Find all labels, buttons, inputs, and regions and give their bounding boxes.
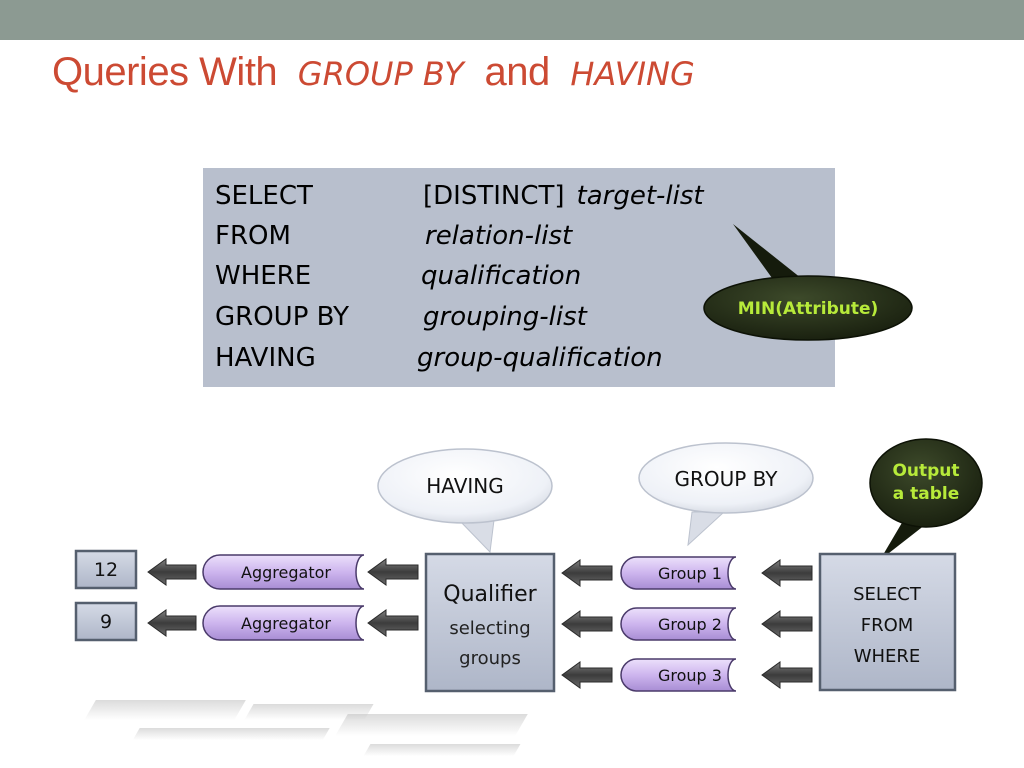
sql-groupby-keyword: GROUP BY: [215, 302, 349, 332]
sql-syntax-box: SELECT [DISTINCT] target-list FROM relati…: [203, 168, 835, 387]
aggregator-label-1: Aggregator: [241, 563, 331, 582]
sql-select-arg: [DISTINCT] target-list: [423, 176, 704, 216]
qualifier-subtitle-line2: groups: [459, 648, 521, 669]
flow-arrow-left-icon: [561, 661, 613, 689]
output-bubble: [869, 438, 983, 528]
sql-where-keyword: WHERE: [215, 261, 312, 291]
output-text-line2: a table: [893, 484, 960, 504]
sql-group-qualification: group-qualification: [417, 343, 663, 373]
sql-grouping-list: grouping-list: [423, 302, 587, 332]
qualifier-node: Qualifier selecting groups: [424, 552, 556, 693]
sql-distinct: [DISTINCT]: [423, 181, 565, 211]
title-group-by: GROUP BY: [297, 55, 464, 93]
group-by-callout-text: GROUP BY: [674, 467, 778, 491]
aggregator-pills: Aggregator Aggregator: [202, 554, 365, 641]
group-pill-3: [620, 658, 737, 692]
source-line-where: WHERE: [854, 646, 921, 667]
sql-relation-list: relation-list: [425, 221, 573, 251]
flow-arrow-left-icon: [561, 610, 613, 638]
title-and: and: [484, 50, 550, 94]
sql-target-list: target-list: [576, 181, 704, 211]
flow-arrow-left-icon: [561, 559, 613, 587]
group-by-bubble: [638, 442, 814, 514]
aggregator-pill-2: [202, 605, 365, 641]
title-prefix: Queries With: [52, 50, 278, 94]
group-label-3: Group 3: [658, 666, 722, 685]
flow-arrow-left-icon: [761, 559, 813, 587]
callout-group-by: GROUP BY: [638, 442, 814, 547]
aggregator-label-2: Aggregator: [241, 614, 331, 633]
select-from-where-node: SELECT FROM WHERE: [818, 552, 957, 692]
result-box-1: [74, 549, 138, 590]
group-pills: Group 1 Group 2 Group 3: [620, 556, 737, 692]
sql-from-keyword: FROM: [215, 221, 291, 251]
flow-arrow-left-icon: [147, 609, 197, 637]
callout-output: Output a table: [869, 438, 983, 560]
group-pill-1: [620, 556, 737, 590]
sql-having-keyword: HAVING: [215, 343, 316, 373]
result-box-2: [74, 601, 138, 642]
flow-arrow-left-icon: [367, 558, 419, 586]
having-bubble: [377, 448, 553, 524]
flow-arrow-left-icon: [147, 558, 197, 586]
result-boxes: 12 9: [74, 549, 138, 642]
group-by-pointer: [687, 511, 726, 547]
source-line-from: FROM: [861, 615, 914, 636]
output-text-line1: Output: [892, 461, 959, 481]
group-pill-2: [620, 607, 737, 641]
aggregator-pill-1: [202, 554, 365, 590]
source-line-select: SELECT: [853, 584, 922, 605]
having-callout-text: HAVING: [426, 474, 503, 498]
flow-arrow-left-icon: [761, 661, 813, 689]
flow-arrows: [147, 558, 813, 689]
callout-min-attribute-text: MIN(Attribute): [738, 299, 879, 319]
callout-pointer: [733, 224, 806, 282]
group-label-1: Group 1: [658, 564, 722, 583]
result-value-2: 9: [100, 611, 112, 633]
sql-qualification: qualification: [421, 261, 582, 291]
top-bar: [0, 0, 1024, 40]
qualifier-box: [424, 552, 556, 693]
sql-select-keyword: SELECT: [215, 181, 313, 211]
callout-min-attribute: MIN(Attribute): [703, 224, 913, 341]
callout-bubble: [703, 275, 913, 341]
group-label-2: Group 2: [658, 615, 722, 634]
diagram-reflection: [84, 700, 528, 756]
qualifier-title: Qualifier: [443, 582, 537, 607]
title-having: HAVING: [570, 55, 695, 93]
callout-having: HAVING: [377, 448, 553, 554]
flow-arrow-left-icon: [367, 609, 419, 637]
result-value-1: 12: [94, 559, 118, 581]
having-pointer: [457, 519, 495, 554]
flow-arrow-left-icon: [761, 610, 813, 638]
select-from-where-box: [818, 552, 957, 692]
qualifier-subtitle-line1: selecting: [449, 618, 530, 639]
slide-title: Queries With GROUP BY and HAVING: [52, 50, 705, 95]
output-pointer: [880, 521, 930, 560]
